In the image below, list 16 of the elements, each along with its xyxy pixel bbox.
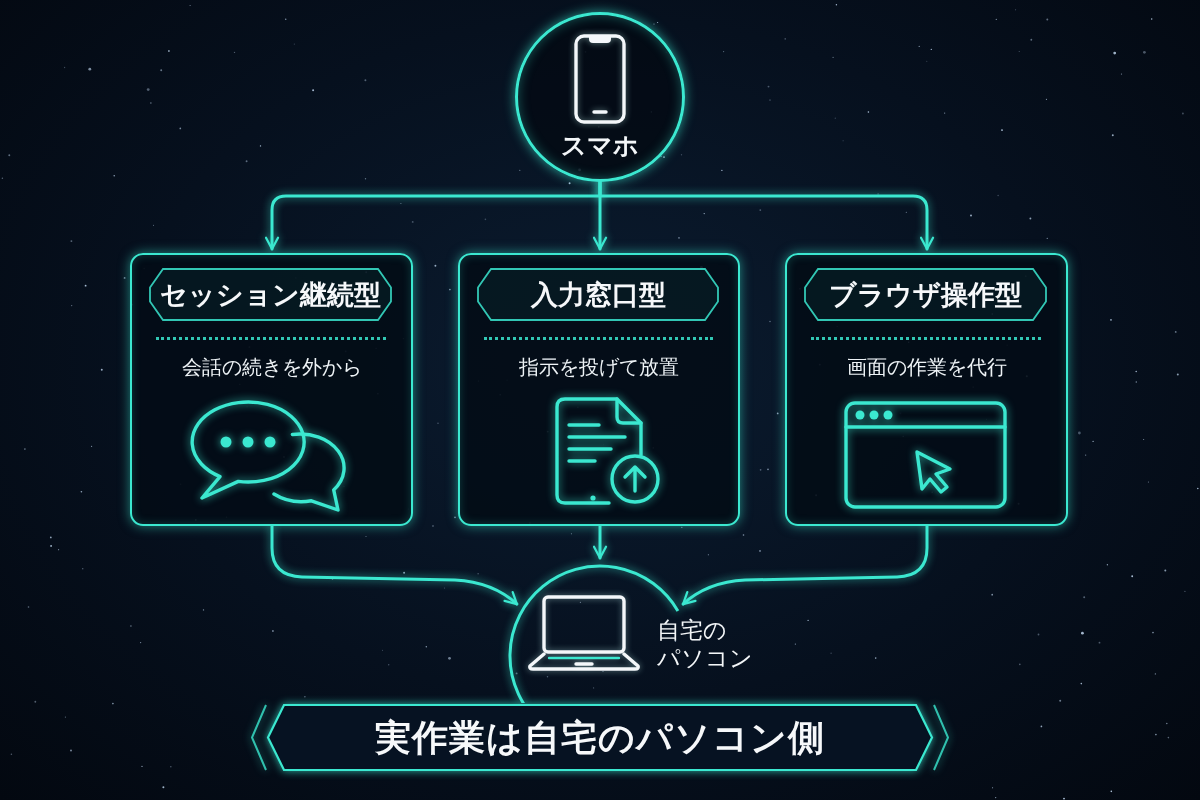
device-label: 自宅のパソコン xyxy=(657,616,754,672)
card-description: 指示を投げて放置 xyxy=(518,354,680,380)
category-card xyxy=(785,253,1068,526)
category-heading: セッション継続型 xyxy=(149,268,392,321)
category-card xyxy=(458,253,740,526)
device-label: スマホ xyxy=(560,131,640,161)
card-description: 画面の作業を代行 xyxy=(845,354,1008,380)
category-heading: ブラウザ操作型 xyxy=(804,268,1047,321)
category-heading: 入力窓口型 xyxy=(477,268,719,321)
card-description: 会話の続きを外から xyxy=(180,354,363,380)
device-circle xyxy=(515,12,685,182)
category-card xyxy=(130,253,413,526)
connector-arrow xyxy=(681,524,929,606)
connector-arrow xyxy=(598,180,935,251)
connector-arrow xyxy=(270,524,519,606)
connector-arrow xyxy=(592,524,608,560)
